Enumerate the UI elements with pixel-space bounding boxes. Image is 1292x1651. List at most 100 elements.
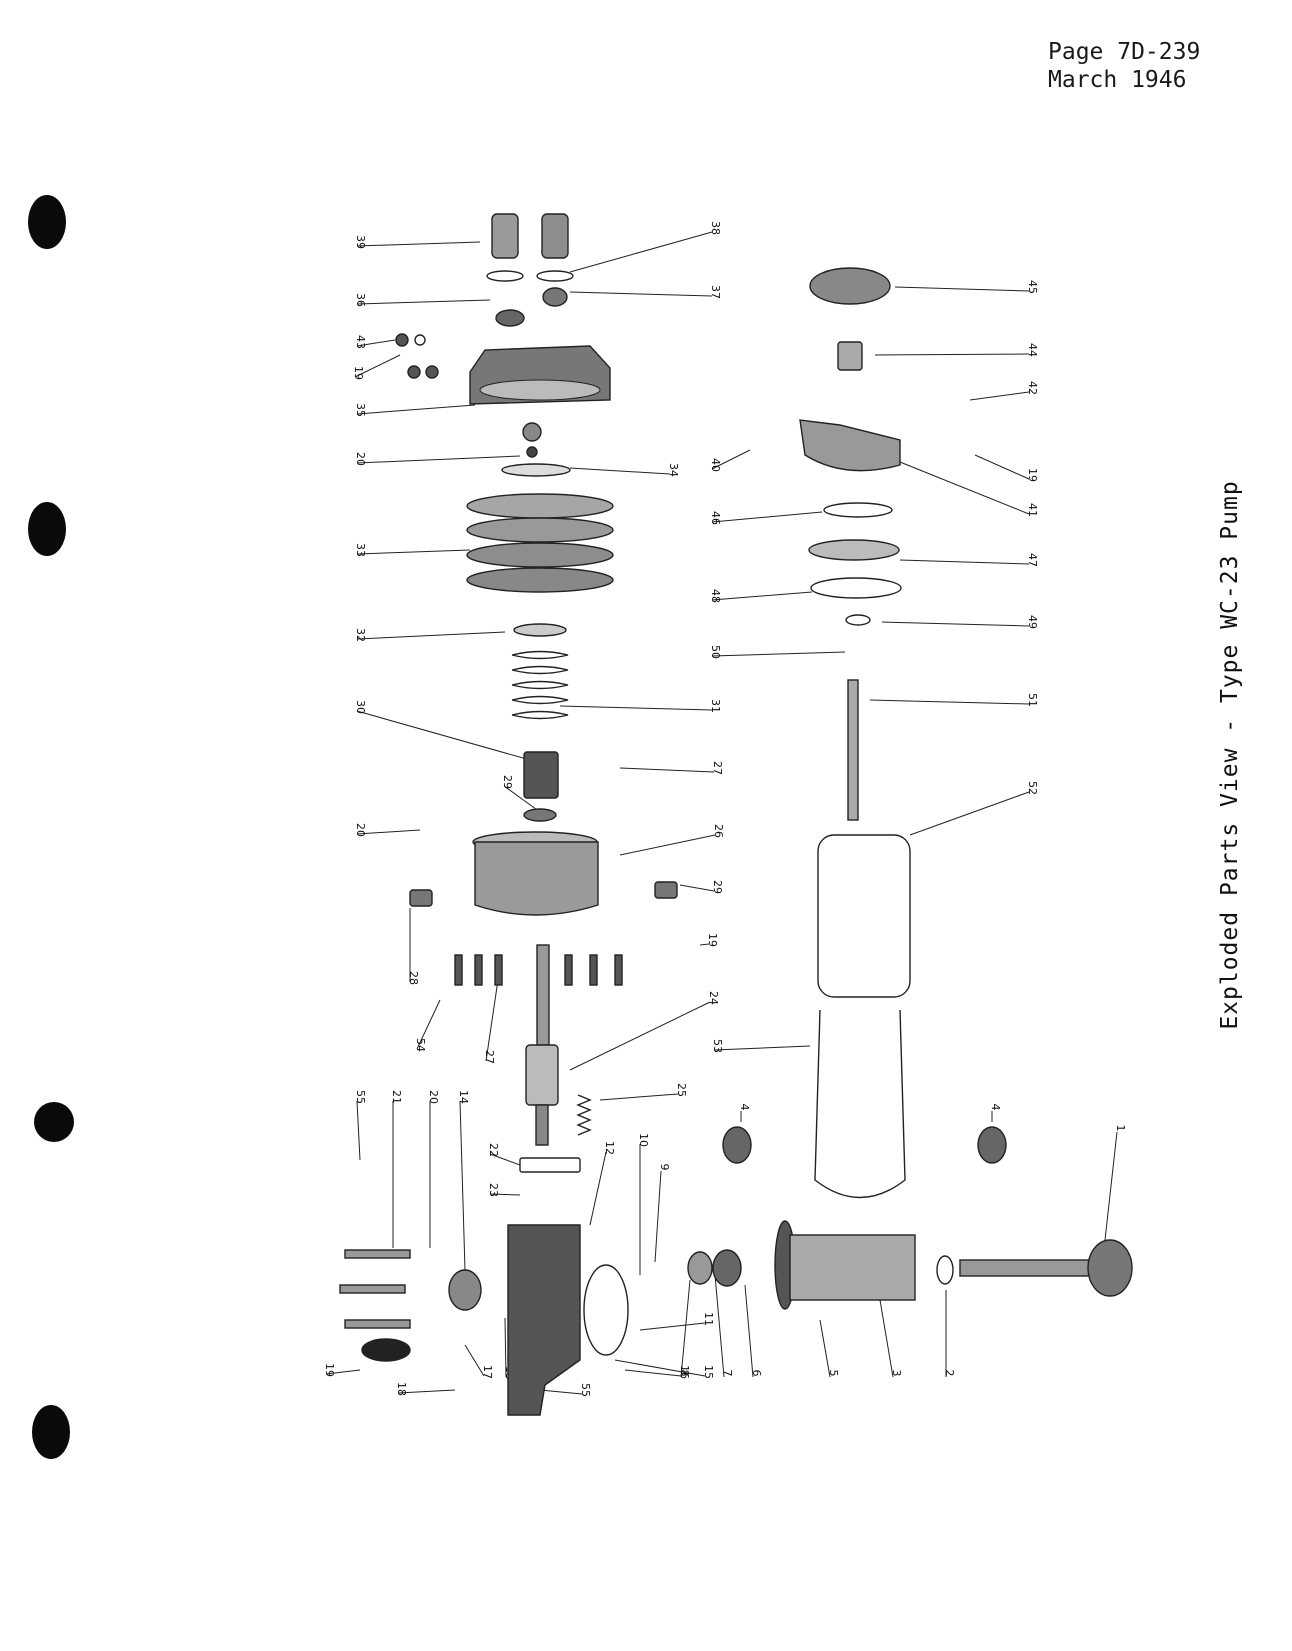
callout-leader xyxy=(869,699,1030,705)
callout-leader xyxy=(489,1153,521,1166)
diaphragm-spring xyxy=(511,650,569,720)
exploded-parts-diagram: 1234456789101112131415161718191919192020… xyxy=(323,213,1133,1416)
callout-number: 23 xyxy=(487,1183,500,1197)
callout-leader xyxy=(679,884,715,892)
callout-number: 53 xyxy=(711,1039,724,1053)
callout-number: 50 xyxy=(709,645,722,659)
washer-50 xyxy=(845,614,871,626)
callout-leader xyxy=(614,1359,706,1377)
callout-number: 20 xyxy=(354,452,367,466)
glass-bowl xyxy=(817,834,911,998)
hex-plug xyxy=(448,1269,482,1311)
callout-number: 29 xyxy=(711,880,724,894)
callout-number: 55 xyxy=(354,1090,367,1104)
callout-number: 22 xyxy=(487,1143,500,1157)
callout-number: 1 xyxy=(1114,1125,1127,1132)
plunger-rod-and-yoke xyxy=(525,944,559,1146)
callout-leader xyxy=(881,621,1030,627)
callout-leader xyxy=(744,1284,754,1378)
seal-washer xyxy=(523,808,557,822)
pump-housing xyxy=(472,831,599,916)
callout-number: 20 xyxy=(354,823,367,837)
callout-number: 29 xyxy=(501,775,514,789)
callout-leader xyxy=(711,591,813,601)
callout-leader xyxy=(879,1299,894,1378)
callout-leader xyxy=(969,391,1030,401)
callout-leader xyxy=(569,231,713,273)
callout-leader xyxy=(325,1369,361,1375)
callout-number: 44 xyxy=(1026,343,1039,357)
callout-leader xyxy=(714,1274,725,1378)
callout-number: 25 xyxy=(675,1083,688,1097)
callout-number: 37 xyxy=(709,285,722,299)
callout-number: 36 xyxy=(354,293,367,307)
cap-screws xyxy=(454,954,623,986)
callout-number: 27 xyxy=(483,1050,496,1064)
callout-leader xyxy=(909,791,1030,836)
bearing-housing xyxy=(774,1220,916,1310)
callout-leader xyxy=(503,785,541,813)
callout-number: 4 xyxy=(989,1104,1002,1111)
callout-number: 18 xyxy=(395,1382,408,1396)
lower-housing xyxy=(507,1224,581,1416)
callout-leader xyxy=(599,1093,679,1101)
callout-leader xyxy=(619,767,715,773)
housing-gasket xyxy=(583,1264,629,1356)
callout-number: 43 xyxy=(354,335,367,349)
gasket-22 xyxy=(519,1157,581,1173)
diaphragm-stack xyxy=(466,493,614,593)
callout-leader xyxy=(589,1151,607,1226)
callout-number: 10 xyxy=(637,1133,650,1147)
callout-number: 5 xyxy=(827,1370,840,1377)
callout-leader xyxy=(713,1045,811,1051)
callout-number: 21 xyxy=(390,1090,403,1104)
gasket-47 xyxy=(823,502,893,518)
callout-number: 12 xyxy=(603,1141,616,1155)
callout-leader xyxy=(416,999,441,1050)
callout-leader xyxy=(619,834,716,856)
callout-leader xyxy=(569,1001,711,1071)
callout-number: 55 xyxy=(579,1383,592,1397)
callout-leader xyxy=(539,1389,583,1395)
callout-number: 40 xyxy=(709,458,722,472)
page-header: Page 7D-239 March 1946 xyxy=(1048,38,1200,94)
punch-hole xyxy=(28,195,66,249)
callout-leader xyxy=(356,1100,361,1161)
callout-number: 41 xyxy=(1026,503,1039,517)
callout-leader xyxy=(459,1100,466,1271)
callout-leader xyxy=(356,339,396,347)
punch-hole xyxy=(34,1102,74,1142)
callout-number: 27 xyxy=(711,761,724,775)
bowl-cover xyxy=(799,419,901,472)
name-plate xyxy=(361,1338,411,1362)
callout-leader xyxy=(356,710,531,761)
callout-number: 46 xyxy=(709,511,722,525)
callout-number: 4 xyxy=(738,1104,751,1111)
callout-leader xyxy=(356,404,476,415)
callout-number: 19 xyxy=(1026,468,1039,482)
callout-leader xyxy=(624,1369,682,1377)
callout-leader xyxy=(356,549,471,555)
callout-number: 31 xyxy=(709,699,722,713)
callout-leader xyxy=(569,291,713,297)
punch-hole xyxy=(28,502,66,556)
callout-number: 32 xyxy=(354,628,367,642)
gasket-49 xyxy=(810,577,902,599)
drive-shaft xyxy=(959,1239,1133,1297)
callout-leader xyxy=(974,454,1030,480)
bowl-bail xyxy=(814,1009,906,1199)
callout-leader xyxy=(1104,1131,1118,1241)
callout-leader xyxy=(356,829,421,835)
callout-leader xyxy=(485,979,499,1062)
callout-leader xyxy=(356,241,481,247)
callout-leader xyxy=(559,705,713,711)
screen-48 xyxy=(808,539,900,561)
callout-leader xyxy=(899,559,1030,565)
callout-leader xyxy=(899,461,1030,515)
callout-number: 15 xyxy=(702,1365,715,1379)
valve-gaskets xyxy=(486,270,574,327)
callout-number: 7 xyxy=(721,1370,734,1377)
callout-number: 19 xyxy=(323,1363,336,1377)
callout-leader xyxy=(680,1279,691,1378)
callout-number: 24 xyxy=(707,991,720,1005)
